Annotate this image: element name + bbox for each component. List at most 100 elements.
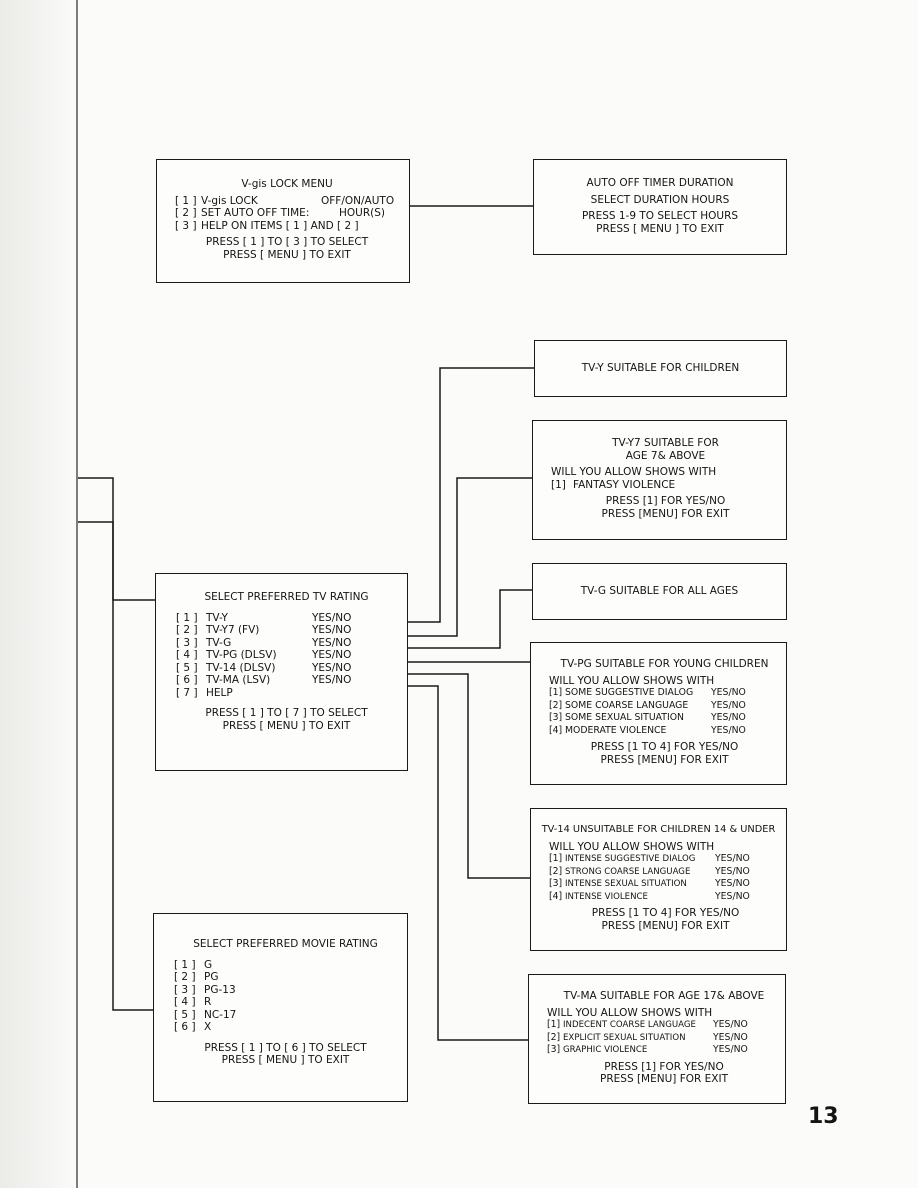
item-label: SET AUTO OFF TIME: — [201, 207, 310, 219]
item-number: [3] — [549, 878, 563, 889]
tv14-item[interactable]: [1] INTENSE SUGGESTIVE DIALOG YES/NO — [549, 853, 782, 866]
item-number: [ 4 ] — [176, 649, 198, 661]
tvpg-footer-yesno: PRESS [1 TO 4] FOR YES/NO — [590, 741, 739, 753]
item-number: [ 3 ] — [175, 219, 197, 232]
connector-tvrating-to-tvma — [408, 685, 528, 1041]
tvma-footer-exit: PRESS [MENU] FOR EXIT — [600, 1073, 728, 1085]
item-label: TV-G — [206, 636, 232, 649]
item-label: TV-MA (LSV) — [206, 674, 271, 686]
tvy7-prompt: WILL YOU ALLOW SHOWS WITH — [551, 466, 717, 478]
tv14-item[interactable]: [4] INTENSE VIOLENCE YES/NO — [549, 891, 782, 904]
tvg-box: TV-G SUITABLE FOR ALL AGES — [532, 563, 787, 620]
movie-rating-item[interactable]: [ 1 ] G — [174, 959, 397, 972]
tv-rating-item[interactable]: [ 7 ] HELP — [176, 687, 397, 700]
item-label: INDECENT COARSE LANGUAGE — [563, 1020, 696, 1030]
item-number: [3] — [547, 1044, 561, 1055]
tv-rating-item[interactable]: [ 2 ] TV-Y7 (FV) YES/NO — [176, 624, 397, 637]
movie-rating-item[interactable]: [ 3 ] PG-13 — [174, 984, 397, 997]
item-number: [ 1 ] — [176, 611, 198, 624]
tvy7-item[interactable]: [1] FANTASY VIOLENCE — [551, 479, 780, 492]
item-number: [ 2 ] — [175, 207, 197, 219]
tvma-item[interactable]: [1] INDECENT COARSE LANGUAGE YES/NO — [547, 1019, 781, 1032]
tv14-item[interactable]: [2] STRONG COARSE LANGUAGE YES/NO — [549, 866, 782, 879]
book-spine-shadow — [0, 0, 78, 1188]
movie-rating-item[interactable]: [ 5 ] NC-17 — [174, 1009, 397, 1022]
item-label: TV-Y — [206, 611, 228, 624]
item-number: [1] — [547, 1019, 561, 1030]
tv14-prompt: WILL YOU ALLOW SHOWS WITH — [549, 840, 715, 853]
connector-trunk-to-movie — [78, 521, 153, 1011]
item-number: [ 3 ] — [176, 636, 198, 649]
tvma-item[interactable]: [2] EXPLICIT SEXUAL SITUATION YES/NO — [547, 1032, 781, 1045]
item-number: [ 5 ] — [174, 1008, 196, 1021]
tv-rating-item[interactable]: [ 3 ] TV-G YES/NO — [176, 637, 397, 650]
tv-rating-item[interactable]: [ 6 ] TV-MA (LSV) YES/NO — [176, 674, 397, 687]
lock-menu-item[interactable]: [ 3 ] HELP ON ITEMS [ 1 ] AND [ 2 ] — [175, 220, 399, 233]
item-label: TV-14 (DLSV) — [206, 661, 276, 674]
item-value: OFF/ON/AUTO — [321, 194, 395, 207]
tv14-title: TV-14 UNSUITABLE FOR CHILDREN 14 & UNDER — [541, 824, 776, 835]
movie-rating-item[interactable]: [ 2 ] PG — [174, 971, 397, 984]
item-label: GRAPHIC VIOLENCE — [563, 1045, 648, 1055]
item-value: YES/NO — [312, 636, 352, 649]
connector-tvrating-to-tv14 — [408, 673, 530, 879]
lock-menu-title: V-gis LOCK MENU — [241, 178, 333, 190]
tv-rating-item[interactable]: [ 1 ] TV-Y YES/NO — [176, 612, 397, 625]
item-value: YES/NO — [713, 1019, 748, 1030]
tvpg-item[interactable]: [3] SOME SEXUAL SITUATION YES/NO — [549, 712, 780, 725]
item-number: [ 7 ] — [176, 686, 198, 699]
movie-rating-item[interactable]: [ 4 ] R — [174, 996, 397, 1009]
item-number: [ 6 ] — [176, 674, 198, 686]
tvg-title: TV-G SUITABLE FOR ALL AGES — [580, 585, 739, 597]
item-value: YES/NO — [312, 674, 352, 686]
item-label: TV-PG (DLSV) — [206, 649, 277, 661]
item-label: NC-17 — [204, 1008, 237, 1021]
tv-rating-footer-select: PRESS [ 1 ] TO [ 7 ] TO SELECT — [205, 707, 368, 719]
item-value: YES/NO — [711, 724, 746, 736]
tvy-title: TV-Y SUITABLE FOR CHILDREN — [581, 362, 740, 374]
tvy7-box: TV-Y7 SUITABLE FOR AGE 7& ABOVE WILL YOU… — [532, 420, 787, 540]
item-number: [ 3 ] — [174, 983, 196, 996]
item-label: HELP ON ITEMS [ 1 ] AND [ 2 ] — [201, 219, 359, 232]
item-value: YES/NO — [312, 624, 352, 636]
tv-rating-footer-exit: PRESS [ MENU ] TO EXIT — [222, 719, 351, 732]
item-label: SOME SEXUAL SITUATION — [565, 712, 684, 723]
item-label: X — [204, 1021, 212, 1033]
tv14-footer-yesno: PRESS [1 TO 4] FOR YES/NO — [591, 907, 740, 919]
tvpg-footer-exit: PRESS [MENU] FOR EXIT — [600, 753, 729, 766]
tv14-box: TV-14 UNSUITABLE FOR CHILDREN 14 & UNDER… — [530, 808, 787, 951]
tv-rating-item[interactable]: [ 4 ] TV-PG (DLSV) YES/NO — [176, 649, 397, 662]
item-number: [ 1 ] — [174, 958, 196, 971]
item-label: SOME COARSE LANGUAGE — [565, 699, 689, 711]
connector-tvrating-to-tvg — [408, 589, 532, 649]
auto-off-title: AUTO OFF TIMER DURATION — [586, 177, 734, 189]
item-value: YES/NO — [312, 649, 352, 661]
vgis-lock-menu-box: V-gis LOCK MENU [ 1 ] V-gis LOCK OFF/ON/… — [156, 159, 410, 283]
tvy7-footer-exit: PRESS [MENU] FOR EXIT — [601, 507, 730, 520]
item-value: YES/NO — [715, 853, 750, 864]
tv-rating-item[interactable]: [ 5 ] TV-14 (DLSV) YES/NO — [176, 662, 397, 675]
item-value: YES/NO — [715, 865, 750, 877]
item-number: [2] — [547, 1031, 561, 1043]
tvpg-item[interactable]: [2] SOME COARSE LANGUAGE YES/NO — [549, 700, 780, 713]
item-value: YES/NO — [715, 878, 750, 889]
lock-menu-footer-exit: PRESS [ MENU ] TO EXIT — [223, 248, 351, 261]
tv14-item[interactable]: [3] INTENSE SEXUAL SITUATION YES/NO — [549, 878, 782, 891]
item-number: [ 6 ] — [174, 1021, 196, 1033]
tvy-box: TV-Y SUITABLE FOR CHILDREN — [534, 340, 787, 397]
movie-rating-menu-box: SELECT PREFERRED MOVIE RATING [ 1 ] G [ … — [153, 913, 408, 1102]
lock-menu-item[interactable]: [ 1 ] V-gis LOCK OFF/ON/AUTO — [175, 195, 399, 208]
tvma-title: TV-MA SUITABLE FOR AGE 17& ABOVE — [563, 990, 765, 1002]
item-value: YES/NO — [713, 1031, 748, 1043]
item-number: [3] — [549, 712, 563, 723]
item-label: EXPLICIT SEXUAL SITUATION — [563, 1032, 686, 1043]
movie-rating-item[interactable]: [ 6 ] X — [174, 1021, 397, 1034]
tv14-footer-exit: PRESS [MENU] FOR EXIT — [601, 919, 730, 932]
tvma-item[interactable]: [3] GRAPHIC VIOLENCE YES/NO — [547, 1044, 781, 1057]
tvpg-item[interactable]: [4] MODERATE VIOLENCE YES/NO — [549, 725, 780, 738]
tvpg-prompt: WILL YOU ALLOW SHOWS WITH — [549, 674, 715, 687]
movie-rating-footer-select: PRESS [ 1 ] TO [ 6 ] TO SELECT — [204, 1041, 367, 1054]
tvpg-title: TV-PG SUITABLE FOR YOUNG CHILDREN — [560, 658, 769, 670]
lock-menu-item[interactable]: [ 2 ] SET AUTO OFF TIME: HOUR(S) — [175, 207, 399, 220]
tvpg-item[interactable]: [1] SOME SUGGESTIVE DIALOG YES/NO — [549, 687, 780, 700]
